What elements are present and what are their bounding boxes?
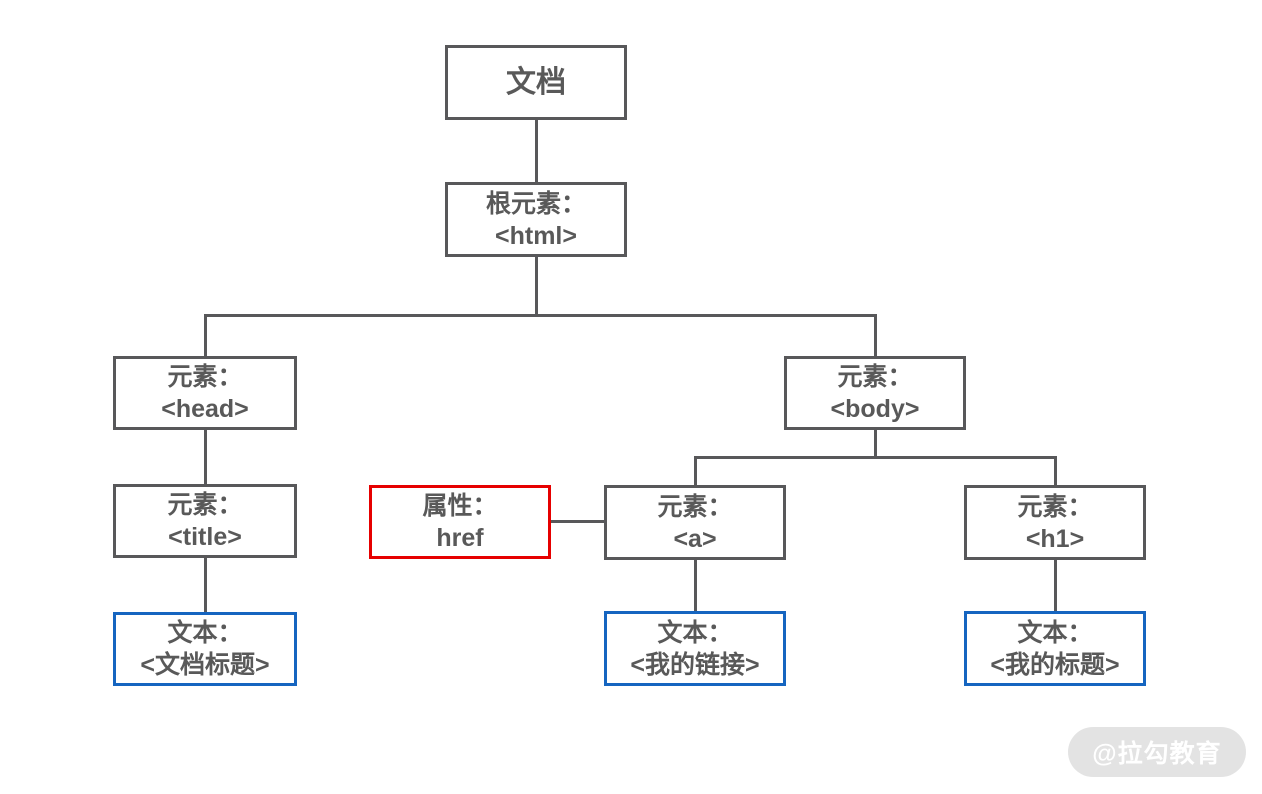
connector-to-a xyxy=(694,459,697,485)
node-root-html-tag: <html> xyxy=(495,221,577,250)
node-element-body-tag: <body> xyxy=(830,395,920,423)
node-text-my-heading-type: 文本： xyxy=(1017,618,1093,647)
node-element-h1-type: 元素： xyxy=(1017,492,1093,521)
connector-body-children-horizontal xyxy=(694,456,1057,459)
connector-html-down xyxy=(535,257,538,317)
node-document: 文档 xyxy=(445,45,627,120)
connector-body-down xyxy=(874,430,877,457)
node-attribute-href-type: 属性： xyxy=(422,492,498,520)
node-element-a-type: 元素： xyxy=(657,492,733,521)
node-element-head-type: 元素： xyxy=(167,363,243,391)
node-element-h1-tag: <h1> xyxy=(1025,524,1085,553)
node-element-head: 元素： <head> xyxy=(113,356,297,430)
node-element-a: 元素： <a> xyxy=(604,485,786,560)
connector-html-children-horizontal xyxy=(204,314,877,317)
connector-document-html xyxy=(535,120,538,182)
node-element-body-type: 元素： xyxy=(837,363,913,391)
connector-head-title xyxy=(204,430,207,484)
node-text-my-link-value: <我的链接> xyxy=(630,650,760,679)
watermark-text: @拉勾教育 xyxy=(1092,740,1222,768)
node-text-my-heading-value: <我的标题> xyxy=(990,650,1120,679)
node-attribute-href: 属性： href xyxy=(369,485,551,559)
node-text-my-link: 文本： <我的链接> xyxy=(604,611,786,686)
node-text-my-heading: 文本： <我的标题> xyxy=(964,611,1146,686)
connector-a-text xyxy=(694,560,697,611)
node-text-document-title: 文本： <文档标题> xyxy=(113,612,297,686)
node-root-html: 根元素： <html> xyxy=(445,182,627,257)
node-element-body: 元素： <body> xyxy=(784,356,966,430)
node-root-html-type: 根元素： xyxy=(485,189,586,218)
node-element-head-tag: <head> xyxy=(161,395,249,423)
node-text-document-title-type: 文本： xyxy=(167,619,243,647)
connector-to-head xyxy=(204,317,207,356)
node-element-title-tag: <title> xyxy=(168,523,242,551)
node-attribute-href-value: href xyxy=(436,524,484,552)
connector-h1-text xyxy=(1054,560,1057,611)
watermark-badge: @拉勾教育 xyxy=(1068,727,1246,777)
connector-to-body xyxy=(874,317,877,356)
connector-href-a xyxy=(551,520,604,523)
node-element-title-type: 元素： xyxy=(167,491,243,519)
node-element-title: 元素： <title> xyxy=(113,484,297,558)
node-element-a-tag: <a> xyxy=(673,524,717,553)
node-text-my-link-type: 文本： xyxy=(657,618,733,647)
connector-title-text xyxy=(204,558,207,612)
node-element-h1: 元素： <h1> xyxy=(964,485,1146,560)
connector-to-h1 xyxy=(1054,459,1057,485)
node-text-document-title-value: <文档标题> xyxy=(140,651,270,679)
node-document-label: 文档 xyxy=(506,65,566,99)
